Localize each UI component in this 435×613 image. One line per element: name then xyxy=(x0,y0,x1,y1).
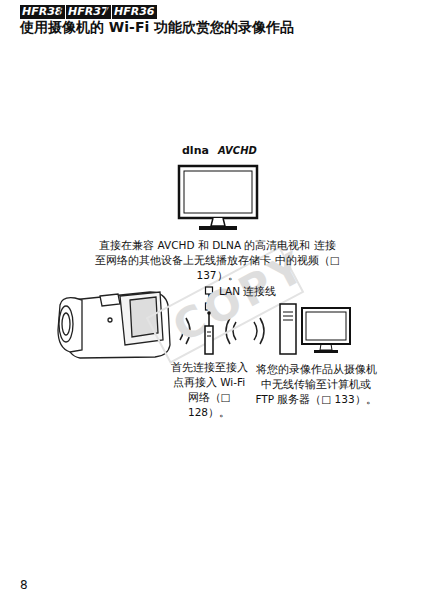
device-group: 将您的录像作品从摄像机 中无线传输至计算机或 FTP 服务器（□ 133）。 xyxy=(252,300,380,407)
model-badge: HFR37 xyxy=(66,5,111,19)
device-icon xyxy=(166,310,252,356)
separator: / xyxy=(104,4,108,18)
tv-icon xyxy=(173,162,263,234)
page-title: 使用摄像机的 Wi-Fi 功能欣赏您的录像作品 xyxy=(20,19,294,37)
page-number: 8 xyxy=(20,578,28,592)
dlna-logo: dlna xyxy=(182,144,209,157)
camcorder-drawing xyxy=(58,292,170,358)
device-group: 首先连接至接入 点再接入 Wi-Fi 网络（□ 128）。 xyxy=(166,310,252,420)
device-caption: 首先连接至接入 点再接入 Wi-Fi 网络（□ 128）。 xyxy=(166,360,252,420)
device-group: 直接在兼容 AVCHD 和 DLNA 的高清电视和 连接至网络的其他设备上无线播… xyxy=(95,162,340,283)
device-caption: 将您的录像作品从摄像机 中无线传输至计算机或 FTP 服务器（□ 133）。 xyxy=(252,362,380,407)
device-caption: 直接在兼容 AVCHD 和 DLNA 的高清电视和 连接至网络的其他设备上无线播… xyxy=(95,238,340,283)
device-icon xyxy=(252,300,380,358)
avchd-logo: AVCHD xyxy=(218,145,257,156)
router-icon xyxy=(194,310,224,356)
computer-icon xyxy=(276,300,356,358)
cable-label: LAN 连接线 xyxy=(219,285,276,299)
model-badge: HFR36 xyxy=(112,5,157,19)
separator: / xyxy=(58,4,62,18)
device-icon xyxy=(95,162,340,234)
model-badge: HFR38 xyxy=(20,5,65,19)
